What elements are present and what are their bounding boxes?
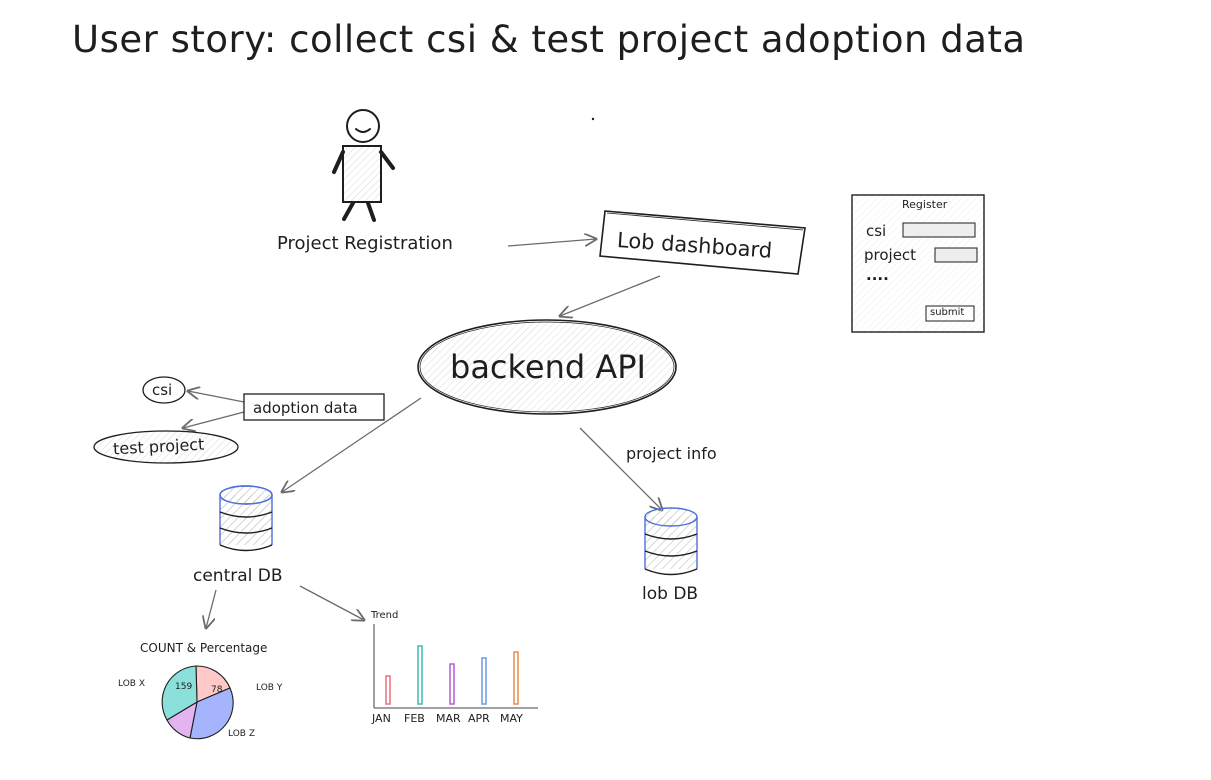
arrow-api-to-lob-db: [579, 427, 662, 510]
pie-chart: [161, 665, 234, 740]
backend-api-label: backend API: [450, 348, 646, 386]
lob-db-icon: [644, 507, 698, 576]
pie-slice-lob-y: [195, 665, 231, 703]
trend-chart-title: Trend: [371, 610, 399, 621]
user-stick-figure: [332, 109, 395, 222]
register-csi-input: [902, 222, 976, 238]
pie-value-lob-x: 159: [175, 682, 193, 692]
trend-bar-apr: [481, 657, 487, 705]
register-submit-box: [925, 305, 975, 322]
user-head-icon: [346, 109, 380, 143]
register-project-input: [934, 247, 978, 263]
user-right-leg: [366, 201, 376, 222]
test-project-ellipse: [93, 430, 239, 464]
register-form-sketch: [851, 194, 985, 333]
arrow-dashboard-to-api: [560, 275, 661, 316]
lob-dashboard-box: [599, 210, 806, 275]
pie-slice-lob-x: [161, 665, 198, 721]
arrow-adoption-to-test-project: [183, 411, 245, 428]
user-left-leg: [342, 201, 355, 221]
adoption-data-box: [243, 393, 385, 421]
project-info-label: project info: [626, 444, 717, 463]
register-submit-label: submit: [930, 307, 965, 318]
register-form-title: Register: [902, 198, 948, 211]
trend-category-label-may: MAY: [500, 712, 523, 725]
arrow-central-db-to-pie: [206, 589, 217, 628]
user-right-arm: [379, 150, 395, 170]
trend-category-label-mar: MAR: [436, 712, 461, 725]
arrow-registration-to-dashboard: [507, 239, 596, 247]
central-db-label: central DB: [193, 566, 283, 586]
backend-api-ellipse: [417, 319, 677, 415]
user-left-arm: [332, 150, 345, 174]
trend-category-label-feb: FEB: [404, 712, 425, 725]
pie-label-lob-y: LOB Y: [256, 683, 283, 693]
arrow-central-db-to-trend: [299, 585, 364, 620]
arrow-api-to-central-db: [282, 397, 422, 492]
central-db-icon: [219, 485, 273, 552]
csi-ellipse: [142, 376, 186, 404]
trend-category-label-jan: JAN: [372, 712, 391, 725]
register-csi-label: csi: [866, 222, 887, 240]
pie-label-lob-z: LOB Z: [228, 729, 255, 739]
user-smile-icon: [355, 128, 371, 133]
trend-chart-bars: [385, 645, 519, 705]
trend-bar-mar: [449, 663, 455, 705]
pie-value-lob-y: 78: [211, 685, 223, 695]
stray-dot: [591, 117, 595, 121]
csi-label: csi: [152, 381, 173, 399]
pie-slice-lob-z: [189, 687, 234, 740]
arrow-adoption-to-csi: [188, 391, 245, 403]
pie-chart-title: COUNT & Percentage: [140, 641, 268, 655]
connector-arrows: [183, 239, 662, 628]
user-body: [342, 145, 382, 203]
lob-db-label: lob DB: [642, 584, 699, 604]
register-ellipsis: ....: [866, 266, 889, 284]
pie-label-lob-x: LOB X: [118, 679, 145, 689]
trend-chart-axes: [373, 624, 538, 709]
register-project-label: project: [864, 246, 917, 264]
page-title: User story: collect csi & test project a…: [72, 18, 1026, 61]
trend-bar-feb: [417, 645, 423, 705]
adoption-data-label: adoption data: [253, 399, 358, 417]
trend-bar-may: [513, 651, 519, 705]
trend-bar-jan: [385, 675, 391, 705]
trend-category-label-apr: APR: [468, 712, 490, 725]
actor-label: Project Registration: [277, 233, 453, 254]
